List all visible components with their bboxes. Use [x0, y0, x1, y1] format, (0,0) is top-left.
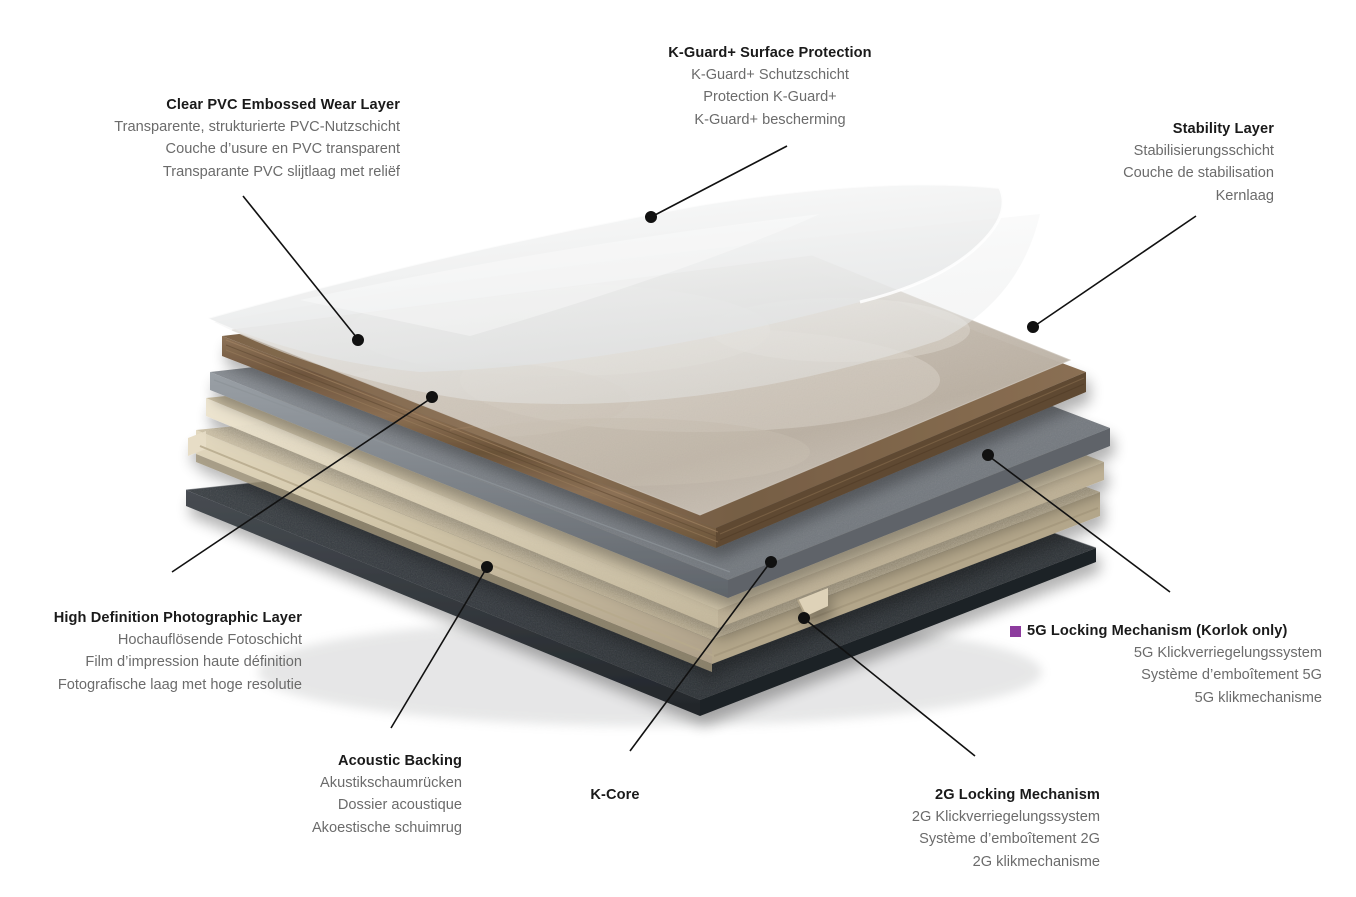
label-sub-stability-de: Stabilisierungsschicht	[1133, 143, 1274, 160]
label-sub-acoustic-fr: Dossier acoustique	[337, 797, 462, 814]
leader-k-core	[629, 563, 770, 752]
label-sub-wear-layer-de: Transparente, strukturierte PVC-Nutzschi…	[114, 119, 400, 136]
label-title-k-core: K-Core	[590, 787, 640, 803]
label-sub-k-guard-de: K-Guard+ Schutzschicht	[691, 67, 849, 84]
label-photographic: High Definition Photographic Layer Hocha…	[0, 607, 302, 696]
label-sub-locking-5g-fr: Système d’emboîtement 5G	[1141, 667, 1322, 684]
leader-acoustic	[390, 568, 487, 729]
label-sub-wear-layer-nl: Transparante PVC slijtlaag met reliëf	[162, 163, 400, 180]
label-sub-k-guard-fr: Protection K-Guard+	[703, 89, 837, 106]
leader-lines	[171, 145, 1197, 757]
label-k-guard: K-Guard+ Surface Protection K-Guard+ Sch…	[638, 42, 902, 131]
label-sub-locking-2g-fr: Système d’emboîtement 2G	[919, 831, 1100, 848]
label-sub-locking-2g-nl: 2G klikmechanisme	[972, 853, 1100, 870]
label-sub-photographic-de: Hochauflösende Fotoschicht	[117, 632, 302, 649]
leader-stability	[1035, 215, 1197, 326]
label-title-locking-2g: 2G Locking Mechanism	[934, 787, 1100, 803]
leader-photographic	[171, 398, 431, 573]
label-sub-k-guard-nl: K-Guard+ bescherming	[694, 111, 846, 128]
label-sub-locking-5g-de: 5G Klickverriegelungssystem	[1133, 645, 1322, 662]
label-acoustic: Acoustic Backing Akustikschaumrücken Dos…	[240, 750, 462, 839]
label-sub-locking-5g-nl: 5G klikmechanisme	[1194, 689, 1322, 706]
label-title-locking-5g: 5G Locking Mechanism (Korlok only)	[1010, 620, 1322, 642]
leader-2g	[805, 619, 976, 757]
label-sub-photographic-nl: Fotografische laag met hoge resolutie	[57, 676, 302, 693]
label-sub-acoustic-de: Akustikschaumrücken	[320, 775, 462, 792]
leader-5g	[989, 456, 1171, 593]
label-sub-stability-fr: Couche de stabilisation	[1123, 165, 1274, 182]
label-locking-5g: 5G Locking Mechanism (Korlok only) 5G Kl…	[1010, 620, 1322, 709]
label-locking-2g: 2G Locking Mechanism 2G Klickverriegelun…	[862, 784, 1100, 873]
label-title-locking-5g-text: 5G Locking Mechanism (Korlok only)	[1027, 623, 1288, 639]
label-title-photographic: High Definition Photographic Layer	[53, 610, 302, 626]
label-title-k-guard: K-Guard+ Surface Protection	[668, 45, 872, 61]
label-sub-stability-nl: Kernlaag	[1215, 187, 1274, 204]
label-sub-photographic-fr: Film d’impression haute définition	[85, 654, 302, 671]
label-stability: Stability Layer Stabilisierungsschicht C…	[1026, 118, 1274, 207]
label-wear-layer: Clear PVC Embossed Wear Layer Transparen…	[60, 94, 400, 183]
label-sub-wear-layer-fr: Couche d’usure en PVC transparent	[165, 141, 400, 158]
label-title-acoustic: Acoustic Backing	[337, 753, 462, 769]
purple-square-bullet-icon	[1010, 625, 1021, 637]
label-sub-acoustic-nl: Akoestische schuimrug	[311, 819, 462, 836]
leader-wear-layer	[242, 195, 358, 339]
label-sub-locking-2g-de: 2G Klickverriegelungssystem	[911, 809, 1100, 826]
layer-k-guard-surface	[207, 183, 1005, 372]
label-title-stability: Stability Layer	[1172, 121, 1274, 137]
label-k-core: K-Core	[540, 784, 690, 806]
label-title-wear-layer: Clear PVC Embossed Wear Layer	[166, 97, 400, 113]
leader-k-guard	[652, 145, 788, 217]
